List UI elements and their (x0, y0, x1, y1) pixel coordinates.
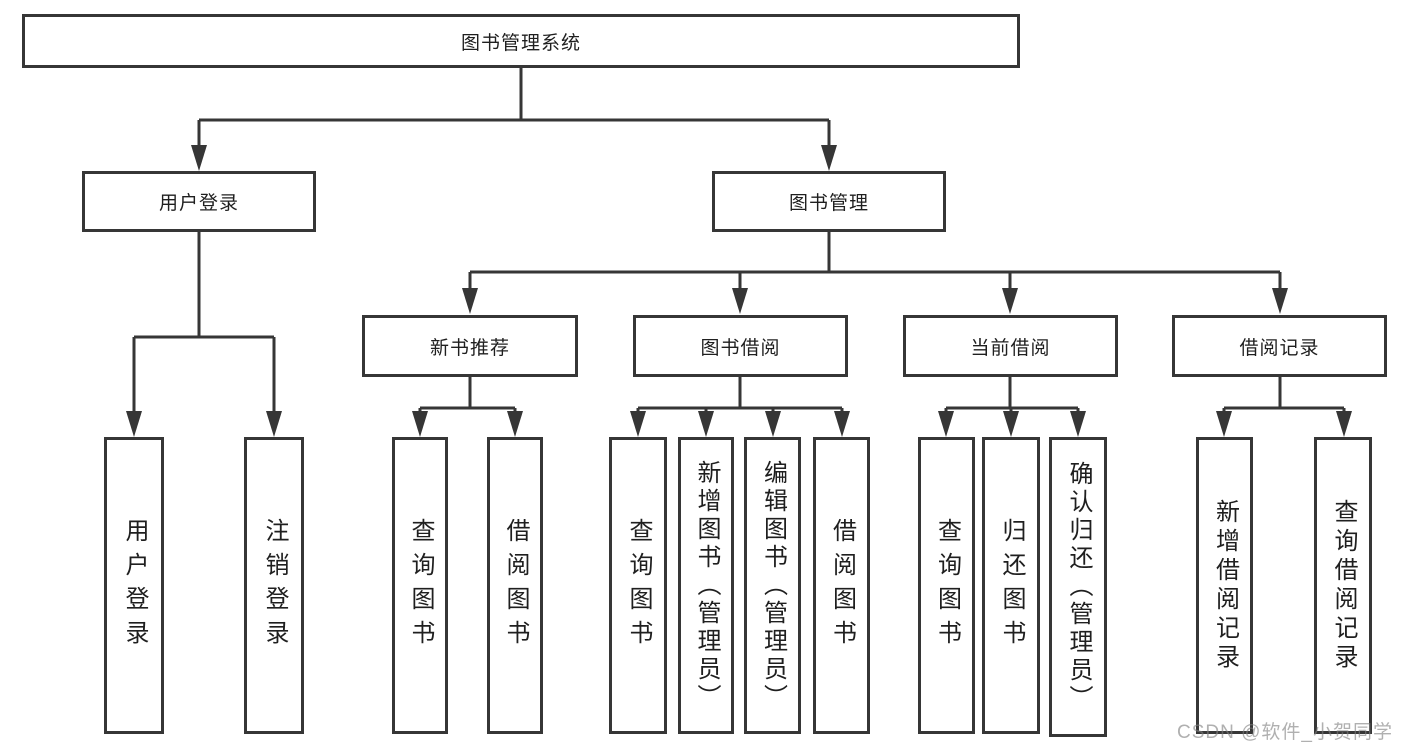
leaf-borrow-books-2: 借阅图书 (813, 437, 870, 734)
leaf-user-login: 用户登录 (104, 437, 164, 734)
leaf-borrow-books-1: 借阅图书 (487, 437, 543, 734)
node-borrow-records: 借阅记录 (1172, 315, 1387, 377)
leaf-borrow-books-2-label: 借阅图书 (828, 517, 856, 654)
leaf-logout: 注销登录 (244, 437, 304, 734)
node-root-label: 图书管理系统 (460, 32, 581, 54)
node-current-borrow: 当前借阅 (903, 315, 1118, 377)
node-book-management: 图书管理 (712, 171, 946, 232)
node-borrow-records-label: 借阅记录 (1239, 337, 1320, 359)
node-book-borrow: 图书借阅 (633, 315, 848, 377)
node-root: 图书管理系统 (22, 14, 1020, 68)
leaf-user-login-label: 用户登录 (121, 517, 148, 654)
node-book-management-label: 图书管理 (788, 193, 869, 214)
node-new-book-recommend-label: 新书推荐 (429, 337, 510, 359)
node-current-borrow-label: 当前借阅 (970, 337, 1051, 359)
node-user-login: 用户登录 (82, 171, 316, 232)
arrowheads (126, 145, 1352, 437)
leaf-borrow-books-1-label: 借阅图书 (502, 517, 529, 654)
leaf-logout-label: 注销登录 (261, 517, 288, 654)
leaf-query-borrow-record: 查询借阅记录 (1314, 437, 1372, 734)
leaf-edit-books-admin-label: 编辑图书（管理员） (759, 459, 787, 712)
leaf-return-books: 归还图书 (982, 437, 1040, 734)
leaf-add-borrow-record-label: 新增借阅记录 (1211, 498, 1239, 673)
leaf-query-books-2-label: 查询图书 (625, 517, 652, 654)
leaf-add-borrow-record: 新增借阅记录 (1196, 437, 1253, 734)
leaf-query-books-1: 查询图书 (392, 437, 448, 734)
leaf-query-books-2: 查询图书 (609, 437, 667, 734)
leaf-confirm-return-admin-label: 确认归还（管理员） (1065, 461, 1092, 713)
leaf-edit-books-admin: 编辑图书（管理员） (744, 437, 801, 734)
leaf-query-books-3: 查询图书 (918, 437, 975, 734)
node-new-book-recommend: 新书推荐 (362, 315, 578, 377)
leaf-query-books-3-label: 查询图书 (933, 517, 961, 654)
leaf-confirm-return-admin: 确认归还（管理员） (1049, 437, 1107, 737)
leaf-add-books-admin: 新增图书（管理员） (678, 437, 734, 734)
leaf-return-books-label: 归还图书 (998, 517, 1025, 654)
node-book-borrow-label: 图书借阅 (700, 337, 781, 359)
leaf-add-books-admin-label: 新增图书（管理员） (693, 459, 720, 712)
csdn-watermark: CSDN @软件_小贺同学 (1177, 722, 1393, 743)
node-user-login-label: 用户登录 (158, 193, 239, 214)
leaf-query-books-1-label: 查询图书 (407, 517, 434, 654)
leaf-query-borrow-record-label: 查询借阅记录 (1330, 498, 1357, 673)
